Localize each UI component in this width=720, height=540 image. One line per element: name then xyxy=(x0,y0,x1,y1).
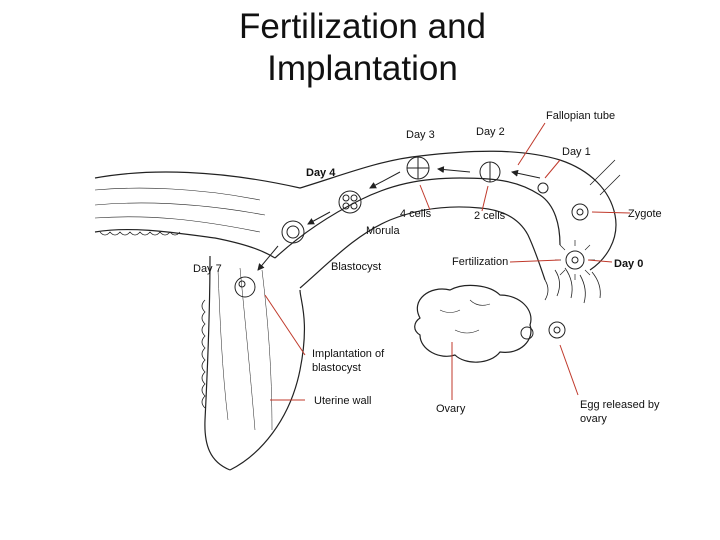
label-day-2: Day 2 xyxy=(476,126,505,138)
title-line-1: Fertilization and xyxy=(238,7,487,46)
label-implantation-line-2: blastocyst xyxy=(312,362,361,374)
embryo-cells xyxy=(234,156,595,339)
leader-lines xyxy=(264,122,631,401)
label-egg-released-line-2: ovary xyxy=(580,413,607,425)
label-uterine-wall: Uterine wall xyxy=(314,395,372,407)
slide-title: Fertilization and Implantation xyxy=(0,6,720,90)
label-morula: Morula xyxy=(366,225,400,237)
label-day-3: Day 3 xyxy=(406,129,435,141)
label-blastocyst: Blastocyst xyxy=(331,261,382,273)
label-day-4: Day 4 xyxy=(306,167,336,179)
label-day-7: Day 7 xyxy=(193,263,222,275)
uterus xyxy=(94,150,561,471)
early-morula xyxy=(338,190,362,214)
travel-arrows xyxy=(257,166,541,271)
zygote-cell xyxy=(571,203,589,221)
fertilized-egg xyxy=(565,250,585,270)
label-egg-released-line-1: Egg released by xyxy=(580,399,660,411)
egg-cell xyxy=(548,321,566,339)
label-fallopian-tube: Fallopian tube xyxy=(546,110,616,122)
label-fertilization: Fertilization xyxy=(452,256,509,268)
label-implantation-line-1: Implantation of xyxy=(312,348,385,360)
label-4-cells: 4 cells xyxy=(400,208,432,220)
title-line-2: Implantation xyxy=(267,49,458,88)
blastocyst-cell xyxy=(234,276,256,298)
label-day-0: Day 0 xyxy=(614,258,644,270)
label-ovary: Ovary xyxy=(436,403,466,415)
morula-cell xyxy=(281,220,305,244)
label-2-cells: 2 cells xyxy=(474,210,506,222)
fallopian-tube xyxy=(274,159,621,304)
ovary xyxy=(414,284,534,363)
label-zygote: Zygote xyxy=(628,208,662,220)
label-day-1: Day 1 xyxy=(562,146,591,158)
